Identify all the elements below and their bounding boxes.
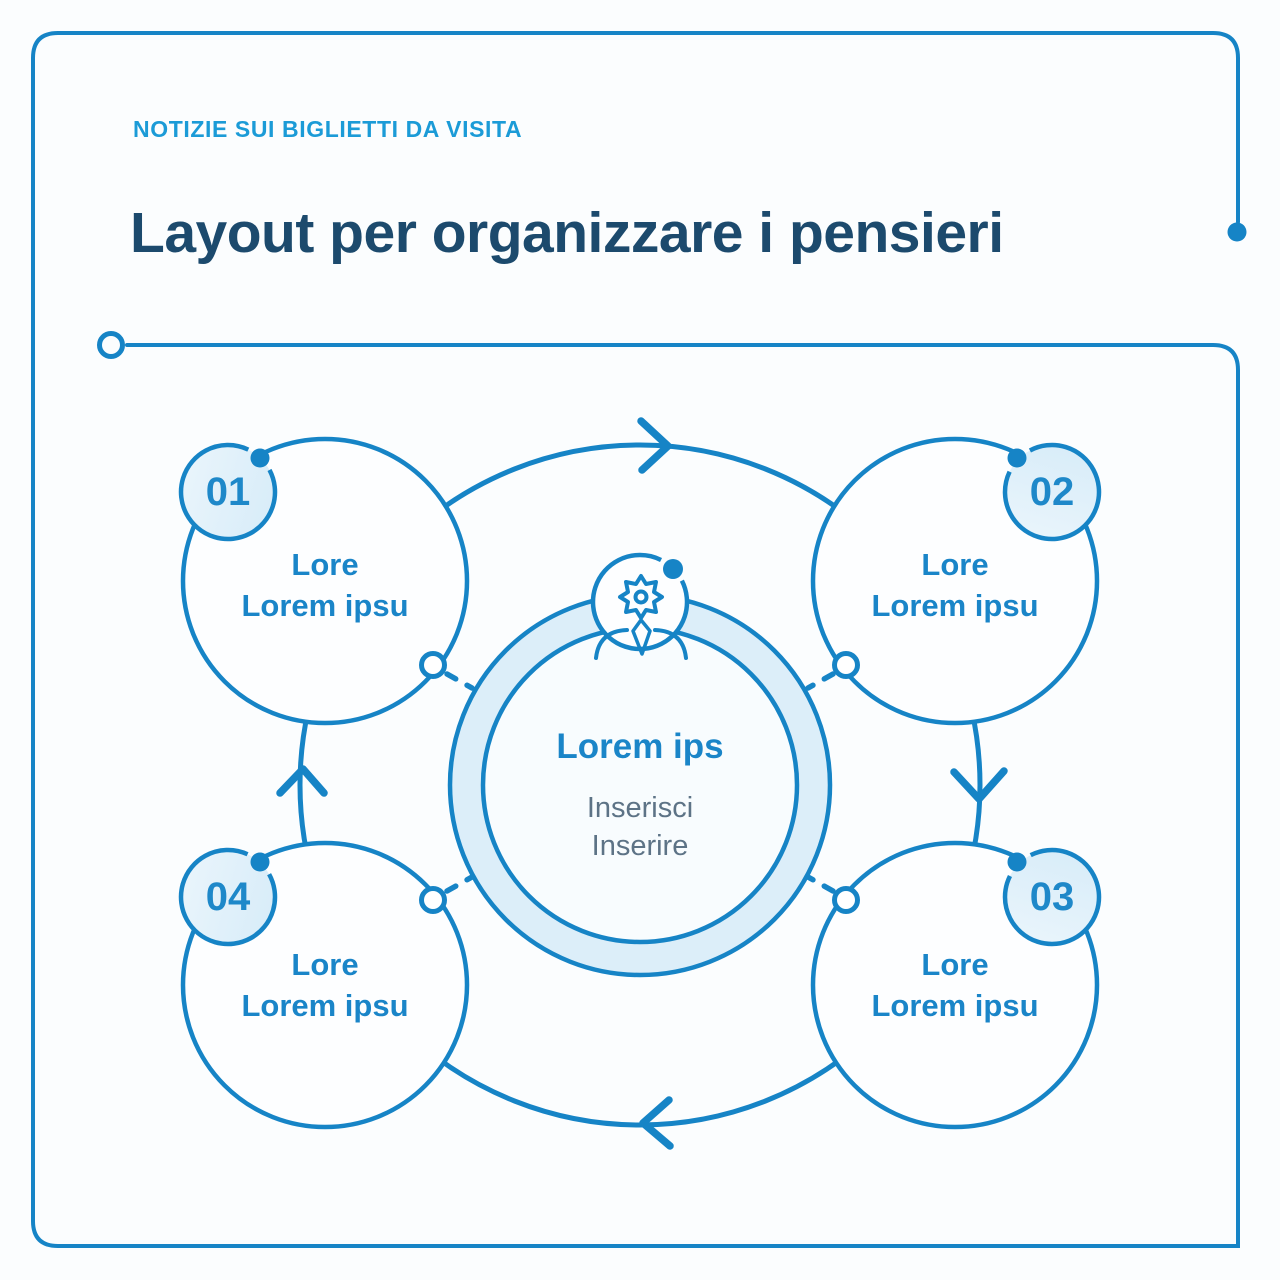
frame-top-right-line [56, 31, 1240, 224]
step-01-label-line1: Lore [291, 547, 359, 582]
center-hub [447, 552, 833, 978]
step-03-label: Lore Lorem ipsu [805, 944, 1105, 1026]
step-04-badge [178, 847, 278, 947]
step-04-label-line2: Lorem ipsu [241, 988, 409, 1023]
step-04-number: 04 [205, 875, 251, 919]
frame-border [31, 31, 1240, 1248]
step-03-label-line2: Lorem ipsu [871, 988, 1039, 1023]
step-03-marker [832, 886, 860, 914]
shoulder-left [594, 628, 629, 660]
step-02-number: 02 [1029, 470, 1075, 514]
arrow-right-icon [637, 417, 672, 474]
dash-step3-center [805, 874, 836, 894]
step-03-label-line1: Lore [921, 947, 989, 982]
cycle-arrows [276, 417, 1008, 1150]
step-04-label-line1: Lore [291, 947, 359, 982]
step-04-marker [419, 886, 447, 914]
badge-dots [250, 448, 1027, 872]
frame-start-ring [97, 331, 125, 359]
arrow-down-icon [950, 767, 1008, 803]
step-02-badge [1002, 442, 1102, 542]
shoulder-right [653, 628, 688, 660]
dash-step4-center [444, 874, 475, 894]
step-badges [178, 442, 1102, 947]
step-04-label: Lore Lorem ipsu [175, 944, 475, 1026]
tie-shape [631, 618, 652, 656]
center-subtitle-line1: Inserisci [586, 792, 694, 824]
gear-center-hole [633, 589, 649, 605]
gear-icon [618, 574, 664, 620]
step-02-label-line1: Lore [921, 547, 989, 582]
dash-step1-center [444, 671, 475, 691]
step-01-label: Lore Lorem ipsu [175, 544, 475, 626]
step-03-number: 03 [1029, 875, 1075, 919]
step-04-dot [250, 852, 270, 872]
center-subtitle: Inserisci Inserire [480, 789, 800, 865]
step-01-marker [419, 651, 447, 679]
step-02-label-line2: Lorem ipsu [871, 588, 1039, 623]
eyebrow-label: NOTIZIE SUI BIGLIETTI DA VISITA [133, 116, 523, 142]
step-01-label-line2: Lorem ipsu [241, 588, 409, 623]
center-subtitle-line2: Inserire [591, 830, 689, 862]
page-title: Layout per organizzare i pensieri [130, 201, 1004, 265]
center-badge-dot [663, 559, 683, 579]
frame-left-bottom-line [31, 31, 1240, 1248]
arrow-up-icon [276, 765, 328, 797]
ring-markers [419, 651, 860, 914]
step-03-dot [1007, 852, 1027, 872]
person-gear-icon [594, 574, 688, 660]
center-title: Lorem ips [556, 727, 724, 766]
step-01-number: 01 [205, 470, 251, 514]
step-02-dot [1007, 448, 1027, 468]
step-01-badge [178, 442, 278, 542]
step-03-badge [1002, 847, 1102, 947]
step-02-label: Lore Lorem ipsu [805, 544, 1105, 626]
arrow-left-icon [639, 1096, 674, 1150]
dashed-connectors [444, 671, 836, 894]
center-ring-inner [480, 625, 800, 945]
frame-end-dot [1227, 222, 1247, 242]
dash-step2-center [805, 671, 836, 691]
step-02-marker [832, 651, 860, 679]
step-01-dot [250, 448, 270, 468]
